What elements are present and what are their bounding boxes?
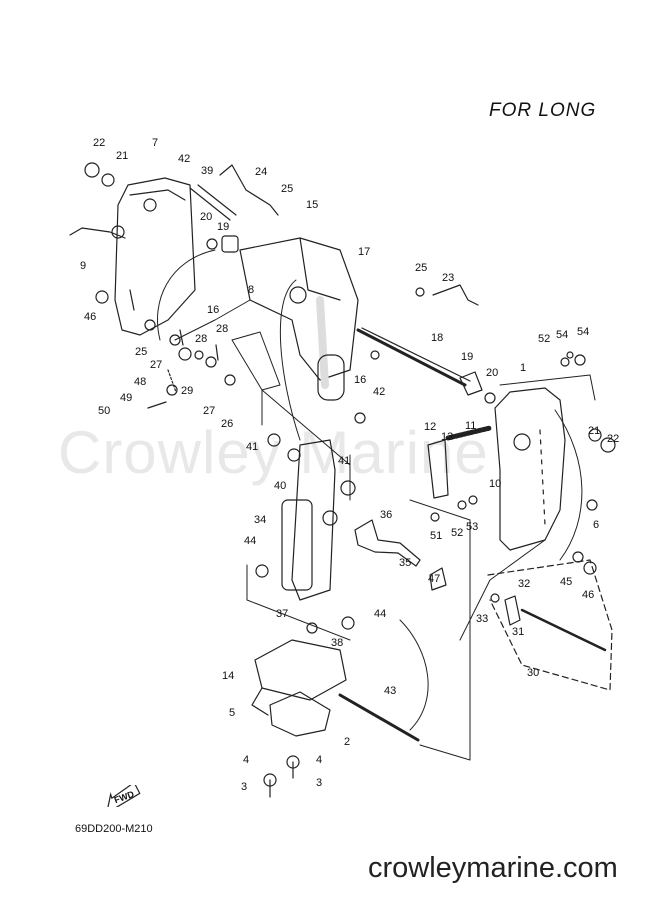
callout-16: 16 [207, 304, 220, 316]
callout-19b: 19 [461, 351, 474, 363]
callout-48: 48 [134, 376, 147, 388]
callout-11: 11 [465, 420, 477, 432]
callout-52b: 52 [451, 527, 464, 539]
callout-52: 52 [538, 333, 551, 345]
callout-27: 27 [150, 359, 163, 371]
callout-28: 28 [216, 323, 229, 335]
callout-16b: 16 [354, 374, 367, 386]
callout-25b: 25 [415, 262, 428, 274]
callout-24: 24 [255, 166, 268, 178]
callout-29: 29 [181, 385, 194, 397]
callout-40: 40 [274, 480, 287, 492]
callout-25: 25 [281, 183, 294, 195]
callout-14: 14 [222, 670, 235, 682]
watermark: Crowley Marine [58, 419, 489, 486]
callout-53: 53 [466, 521, 479, 533]
callout-4: 4 [243, 754, 250, 766]
callout-37: 37 [276, 608, 289, 620]
callout-38: 38 [331, 637, 344, 649]
callout-30: 30 [527, 667, 540, 679]
callout-44b: 44 [374, 608, 387, 620]
callout-20: 20 [200, 211, 213, 223]
callout-44: 44 [244, 535, 257, 547]
callout-42b: 42 [373, 386, 386, 398]
callout-27b: 27 [203, 405, 216, 417]
callout-1: 1 [520, 362, 527, 374]
callout-19: 19 [217, 221, 230, 233]
callout-49: 49 [120, 392, 133, 404]
callout-41: 41 [246, 441, 259, 453]
callout-51: 51 [430, 530, 443, 542]
callout-13: 13 [441, 431, 454, 443]
callout-12: 12 [424, 421, 437, 433]
callout-4b: 4 [316, 754, 323, 766]
callout-2: 2 [344, 736, 351, 748]
callout-21: 21 [116, 150, 129, 162]
callout-46b: 46 [582, 589, 595, 601]
callout-18: 18 [431, 332, 444, 344]
callout-22b: 22 [607, 433, 620, 445]
callout-50: 50 [98, 405, 111, 417]
callout-5: 5 [229, 707, 236, 719]
callout-42: 42 [178, 153, 191, 165]
callout-9: 9 [80, 260, 87, 272]
callout-47: 47 [428, 573, 441, 585]
drawing-code: 69DD200-M210 [75, 823, 153, 835]
callout-33: 33 [476, 613, 489, 625]
callout-43: 43 [384, 685, 397, 697]
callout-45: 45 [560, 576, 573, 588]
callout-10: 10 [489, 478, 502, 490]
callout-17: 17 [358, 246, 371, 258]
callout-8: 8 [248, 284, 255, 296]
callout-6: 6 [593, 519, 600, 531]
callout-46: 46 [84, 311, 97, 323]
callout-31: 31 [512, 626, 525, 638]
callout-54: 54 [556, 329, 569, 341]
callout-15: 15 [306, 199, 319, 211]
callout-34: 34 [254, 514, 267, 526]
callout-3: 3 [241, 781, 248, 793]
callout-32: 32 [518, 578, 531, 590]
callout-3b: 3 [316, 777, 323, 789]
site-name[interactable]: crowleymarine.com [368, 852, 618, 884]
callout-28b: 28 [195, 333, 208, 345]
callout-21b: 21 [588, 425, 601, 437]
callout-26: 26 [221, 418, 234, 430]
fwd-arrow-icon [106, 785, 141, 807]
callout-36: 36 [380, 509, 393, 521]
callout-20b: 20 [486, 367, 499, 379]
callout-7: 7 [152, 137, 159, 149]
diagram-title: FOR LONG [489, 100, 597, 121]
callout-54b: 54 [577, 326, 590, 338]
callout-41b: 41 [338, 455, 351, 467]
callout-25c: 25 [135, 346, 148, 358]
callout-22: 22 [93, 137, 106, 149]
callout-39: 39 [201, 165, 214, 177]
callout-23: 23 [442, 272, 455, 284]
callout-35: 35 [399, 557, 412, 569]
